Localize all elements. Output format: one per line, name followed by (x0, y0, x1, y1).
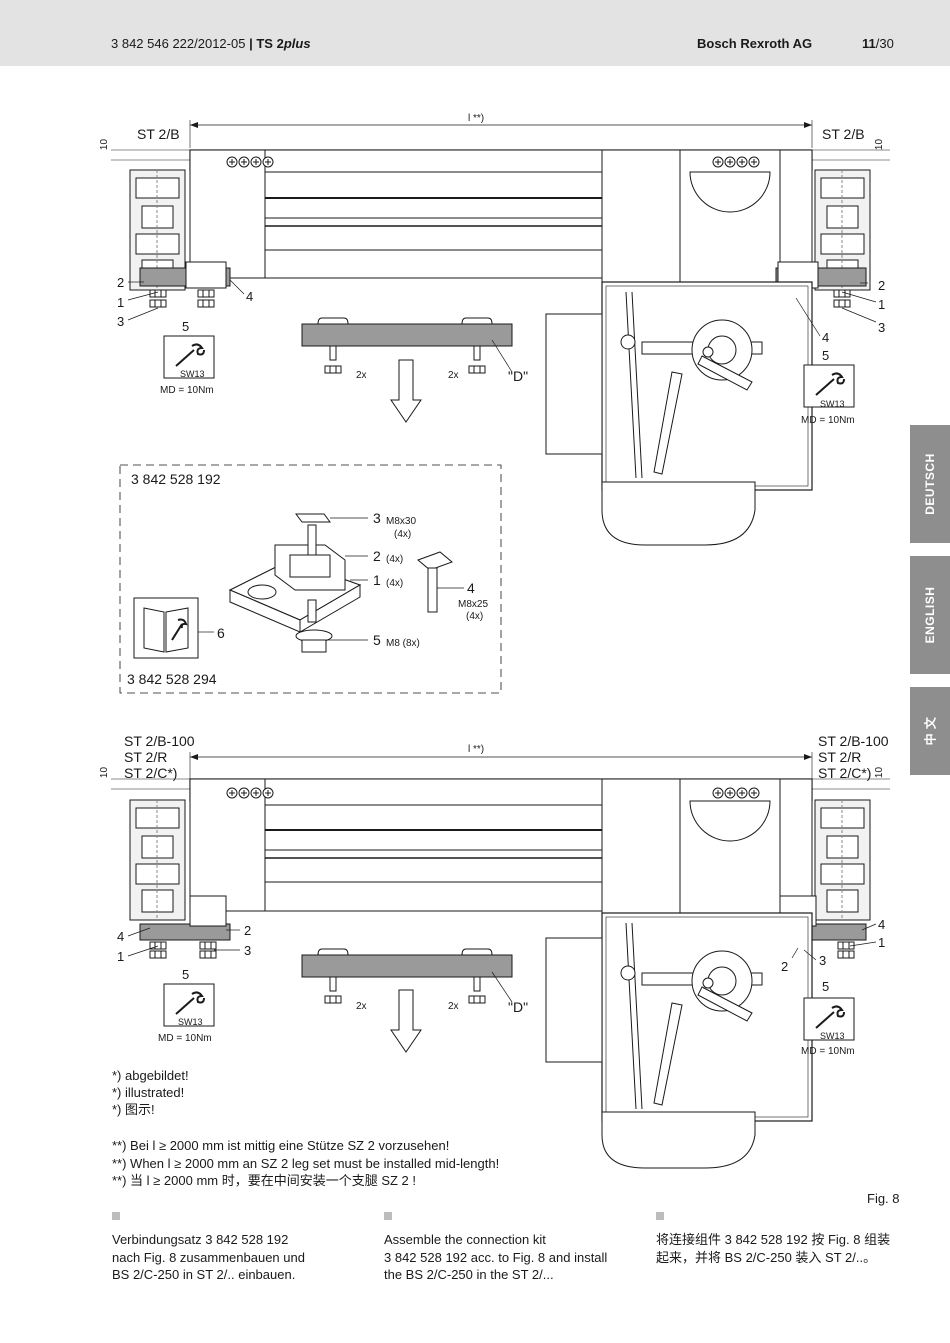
product-suffix: plus (283, 36, 311, 51)
wrench-size-bottom-right: SW13 (820, 1031, 845, 1041)
kit-item-4-qty: (4x) (466, 611, 484, 622)
callout-top-right-5: 5 (822, 348, 830, 363)
dim-10-top-right: 10 (874, 138, 886, 151)
doc-number: 3 842 546 222/2012-05 (111, 36, 246, 51)
dim-10-bottom-right: 10 (874, 766, 886, 779)
plate-qty-right-bottom: 2x (448, 1001, 459, 1012)
callout-top-right-4: 4 (822, 330, 830, 345)
page-number: 11/30 (862, 36, 894, 51)
callout-top-left-2: 2 (117, 275, 125, 290)
product-name: TS 2plus (256, 36, 310, 51)
wrench-size-top-left: SW13 (180, 369, 205, 379)
plate-label-top: "D" (508, 368, 529, 384)
tab-deutsch[interactable]: DEUTSCH (910, 425, 950, 543)
note-illustrated-zh: *) 图示! (112, 1102, 155, 1117)
callout-bottom-left-5: 5 (182, 967, 190, 982)
product-prefix: TS 2 (256, 36, 284, 51)
kit-item-1-qty: (4x) (386, 578, 404, 589)
page-current: 11 (862, 36, 876, 51)
kit-item-5-num: 5 (373, 632, 381, 648)
dim-10-bottom-left: 10 (99, 766, 111, 779)
instruction-de-line-3: BS 2/C-250 in ST 2/.. einbauen. (112, 1267, 296, 1282)
dim-length-top: l **) (468, 113, 485, 124)
note-illustrated-en: *) illustrated! (112, 1085, 185, 1100)
kit-item-3-num: 3 (373, 510, 381, 526)
kit-item-3-spec: M8x30 (386, 516, 417, 527)
instruction-en-line-1: Assemble the connection kit (384, 1232, 546, 1247)
callout-bottom-left-1: 1 (117, 949, 125, 964)
kit-item-2-num: 2 (373, 548, 381, 564)
kit-item-6-num: 6 (217, 625, 225, 641)
instruction-en-line-3: the BS 2/C-250 in the ST 2/... (384, 1267, 554, 1282)
instruction-en-line-2: 3 842 528 192 acc. to Fig. 8 and install (384, 1249, 608, 1265)
callout-top-left-1: 1 (117, 295, 125, 310)
callout-bottom-right-1: 1 (878, 935, 886, 950)
torque-top-left: MD = 10Nm (160, 385, 214, 396)
tab-chinese[interactable]: 中 文 (910, 687, 950, 775)
station-b100-right: ST 2/B-100 (818, 733, 889, 749)
kit-number: 3 842 528 192 (131, 471, 221, 487)
instruction-de-line-2: nach Fig. 8 zusammenbauen und (112, 1249, 305, 1265)
instruction-zh-line-2: 起来，并将 BS 2/C-250 装入 ST 2/..。 (656, 1249, 877, 1265)
callout-bottom-right-4: 4 (878, 917, 886, 932)
page-total: /30 (875, 36, 894, 51)
callout-bottom-right-3: 3 (819, 953, 827, 968)
wrench-size-top-right: SW13 (820, 399, 845, 409)
instruction-en: Assemble the connection kit 3 842 528 19… (384, 1212, 634, 1284)
station-label-top-right: ST 2/B (822, 126, 865, 142)
separator: | (249, 36, 253, 51)
callout-bottom-right-5: 5 (822, 979, 830, 994)
torque-bottom-right: MD = 10Nm (801, 1046, 855, 1057)
callout-bottom-right-2: 2 (781, 959, 789, 974)
kit-item-5-spec: M8 (8x) (386, 638, 420, 649)
note-support-en: **) When l ≥ 2000 mm an SZ 2 leg set mus… (112, 1156, 500, 1171)
kit-item-4-spec: M8x25 (458, 599, 489, 610)
plate-qty-left-top: 2x (356, 370, 367, 381)
bullet-icon (112, 1212, 120, 1220)
plate-qty-left-bottom: 2x (356, 1001, 367, 1012)
station-r-right: ST 2/R (818, 749, 862, 765)
kit-item-4-num: 4 (467, 580, 475, 596)
tab-english[interactable]: ENGLISH (910, 556, 950, 674)
instruction-zh-line-1: 将连接组件 3 842 528 192 按 Fig. 8 组装 (656, 1232, 891, 1247)
callout-top-left-5: 5 (182, 319, 190, 334)
plate-qty-right-top: 2x (448, 370, 459, 381)
station-b100-left: ST 2/B-100 (124, 733, 195, 749)
torque-top-right: MD = 10Nm (801, 415, 855, 426)
plate-label-bottom: "D" (508, 999, 529, 1015)
kit-item-1-num: 1 (373, 572, 381, 588)
note-support-zh: **) 当 l ≥ 2000 mm 时，要在中间安装一个支腿 SZ 2 ! (112, 1173, 417, 1188)
station-c-right: ST 2/C*) (818, 765, 872, 781)
callout-top-left-3: 3 (117, 314, 125, 329)
callout-bottom-left-4: 4 (117, 929, 125, 944)
company-name: Bosch Rexroth AG (697, 36, 813, 51)
manual-number: 3 842 528 294 (127, 671, 217, 687)
note-illustrated-de: *) abgebildet! (112, 1068, 189, 1083)
note-support-de: **) Bei l ≥ 2000 mm ist mittig eine Stüt… (112, 1138, 450, 1153)
page-header: 3 842 546 222/2012-05 | TS 2plus Bosch R… (0, 0, 950, 66)
torque-bottom-left: MD = 10Nm (158, 1033, 212, 1044)
instruction-zh: 将连接组件 3 842 528 192 按 Fig. 8 组装 起来，并将 BS… (656, 1212, 906, 1266)
instruction-de: Verbindungsatz 3 842 528 192 nach Fig. 8… (112, 1212, 362, 1284)
callout-top-right-1: 1 (878, 297, 886, 312)
kit-item-2-qty: (4x) (386, 554, 404, 565)
dim-length-bottom: l **) (468, 744, 485, 755)
station-c-left: ST 2/C*) (124, 765, 178, 781)
wrench-size-bottom-left: SW13 (178, 1017, 203, 1027)
callout-top-right-3: 3 (878, 320, 886, 335)
figure-label: Fig. 8 (867, 1191, 900, 1206)
dim-10-top-left: 10 (99, 138, 111, 151)
bullet-icon (384, 1212, 392, 1220)
callout-bottom-left-3: 3 (244, 943, 252, 958)
callout-top-right-2: 2 (878, 278, 886, 293)
station-label-top-left: ST 2/B (137, 126, 180, 142)
bullet-icon (656, 1212, 664, 1220)
callout-bottom-left-2: 2 (244, 923, 252, 938)
doc-id: 3 842 546 222/2012-05 | TS 2plus (111, 36, 311, 51)
instruction-de-line-1: Verbindungsatz 3 842 528 192 (112, 1232, 289, 1247)
kit-item-3-qty: (4x) (394, 529, 412, 540)
station-r-left: ST 2/R (124, 749, 168, 765)
callout-top-left-4: 4 (246, 289, 254, 304)
